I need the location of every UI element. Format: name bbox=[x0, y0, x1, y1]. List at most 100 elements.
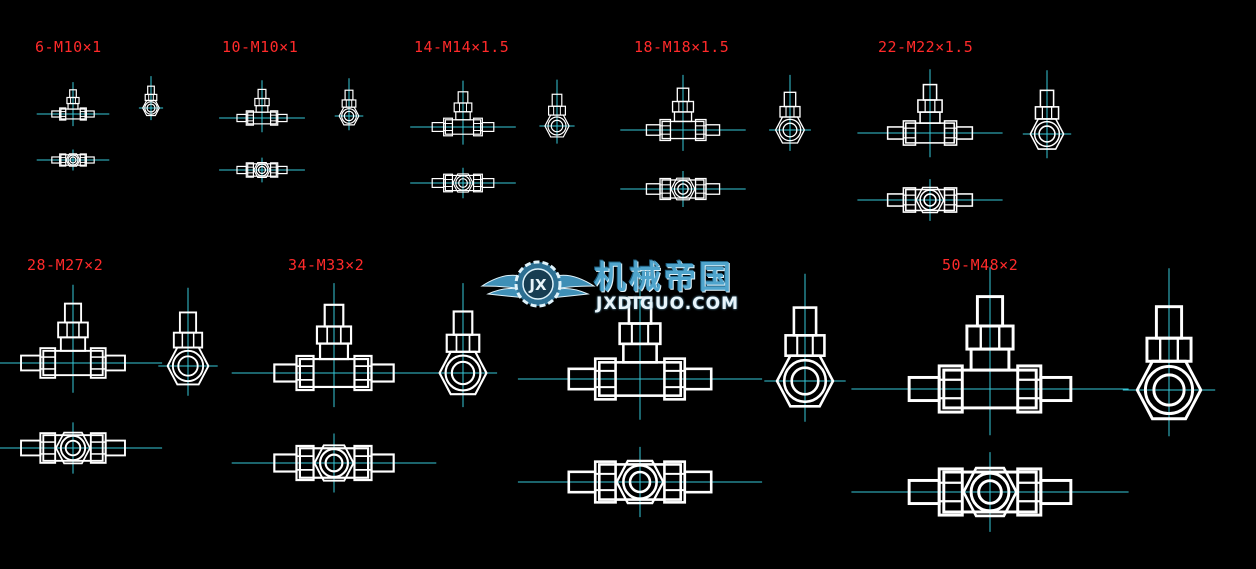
label-50-m48x2: 50-M48×2 bbox=[942, 256, 1019, 274]
tee-42-top-view bbox=[517, 446, 763, 518]
tee-14-top-view-bore-inner bbox=[458, 178, 468, 188]
tee-6-top-view bbox=[36, 149, 110, 171]
tee-10-side-view-port-inner bbox=[343, 110, 355, 122]
tee-42-side-view-pipe-top bbox=[792, 306, 818, 337]
label-22-m22x1-5: 22-M22×1.5 bbox=[878, 38, 974, 56]
tee-14-front-view-pipe-top bbox=[457, 91, 469, 104]
tee-18-top-view-bore-inner bbox=[677, 183, 689, 195]
label-18-m18x1-5: 18-M18×1.5 bbox=[634, 38, 730, 56]
tee-10-front-view-pipe-right bbox=[277, 113, 288, 123]
tee-28-side-view-port-inner bbox=[177, 355, 199, 377]
tee-28-front-view-pipe-left bbox=[20, 354, 42, 372]
tee-10-top-view-pipe-right bbox=[277, 165, 288, 175]
tee-22-top-view-hex-top bbox=[915, 186, 945, 214]
tee-14-side-view-port-outer bbox=[547, 116, 567, 136]
tee-50-top-view-pipe-left bbox=[907, 478, 941, 506]
tee-34-top-view-pipe-left bbox=[273, 453, 298, 473]
tee-18-front-view-pipe-top bbox=[676, 87, 690, 103]
tee-6-side-view-port-inner bbox=[146, 103, 156, 113]
tee-50-side-view-port-inner bbox=[1152, 373, 1186, 407]
tee-34-side-view-port-inner bbox=[450, 360, 476, 386]
tee-34-top-view-hex-top bbox=[313, 444, 355, 482]
tee-42-top-view-pipe-right bbox=[683, 470, 713, 494]
gear-wing-logo-icon: JX bbox=[480, 260, 596, 308]
tee-18-side-view-port-outer bbox=[778, 118, 802, 142]
tee-14-side-view-pipe-top bbox=[551, 93, 563, 107]
tee-28-side-view-port-outer bbox=[171, 349, 205, 383]
tee-22-side-view bbox=[1022, 70, 1072, 159]
tee-28-top-view-hex-top bbox=[55, 431, 91, 465]
tee-42-side-view-port-inner bbox=[790, 366, 820, 396]
tee-22-front-view-pipe-top bbox=[922, 83, 938, 101]
tee-50-front-view-pipe-left bbox=[907, 375, 941, 403]
tee-6-side-view bbox=[138, 76, 164, 121]
tee-34-top-view bbox=[231, 433, 437, 493]
tee-50-front-view bbox=[851, 267, 1129, 436]
tee-14-side-view bbox=[539, 79, 575, 144]
tee-6-top-view-pipe-left bbox=[51, 156, 61, 164]
tee-6-side-view-port-outer bbox=[144, 101, 158, 115]
tee-50-front-view-pipe-right bbox=[1039, 375, 1073, 403]
tee-50-top-view-bore-inner bbox=[977, 479, 1003, 505]
label-10-m10x1: 10-M10×1 bbox=[222, 38, 299, 56]
tee-10-top-view-pipe-left bbox=[236, 165, 247, 175]
tee-18-top-view-bore-outer bbox=[673, 179, 693, 199]
tee-22-front-view-pipe-left bbox=[886, 126, 905, 140]
tee-22-top-view-bore-outer bbox=[919, 189, 941, 211]
tee-6-front-view-pipe-left bbox=[51, 110, 61, 118]
tee-34-front-view-pipe-left bbox=[273, 363, 298, 383]
tee-18-top-view-hex-top bbox=[670, 177, 696, 201]
tee-22-side-view-pipe-top bbox=[1039, 89, 1055, 108]
tee-22-front-view-pipe-right bbox=[955, 126, 974, 140]
tee-50-front-view-pipe-top bbox=[975, 295, 1005, 328]
tee-14-side-view-port-inner bbox=[550, 119, 564, 133]
label-14-m14x1-5: 14-M14×1.5 bbox=[414, 38, 510, 56]
tee-28-top-view-bore-outer bbox=[59, 434, 87, 462]
tee-14-front-view-pipe-left bbox=[431, 121, 445, 132]
tee-28-front-view bbox=[0, 284, 163, 393]
tee-42-front-view-pipe-left bbox=[567, 367, 597, 391]
tee-18-front-view-pipe-left bbox=[645, 124, 661, 136]
tee-10-side-view-port-outer bbox=[341, 108, 357, 124]
tee-42-top-view-bore-outer bbox=[622, 464, 658, 500]
tee-22-side-view-port-outer bbox=[1033, 120, 1061, 148]
tee-50-top-view bbox=[851, 452, 1129, 532]
tee-22-side-view-port-inner bbox=[1038, 125, 1056, 143]
tee-50-side-view bbox=[1122, 268, 1216, 437]
tee-34-side-view-pipe-top bbox=[452, 310, 474, 336]
tee-18-front-view-pipe-right bbox=[705, 124, 721, 136]
watermark-chinese-text: 机械帝国 bbox=[594, 258, 735, 296]
tee-22-top-view bbox=[857, 179, 1003, 221]
label-34-m33x2: 34-M33×2 bbox=[288, 256, 365, 274]
tee-34-side-view bbox=[428, 283, 498, 408]
tee-10-side-view bbox=[334, 78, 364, 131]
tee-28-side-view-pipe-top bbox=[178, 311, 198, 334]
tee-6-front-view bbox=[36, 82, 110, 127]
tee-6-side-view-pipe-top bbox=[147, 85, 155, 96]
tee-28-top-view-pipe-left bbox=[20, 439, 42, 457]
tee-28-front-view-pipe-top bbox=[63, 302, 83, 324]
tee-50-side-view-port-outer bbox=[1143, 364, 1195, 416]
tee-34-top-view-bore-outer bbox=[318, 447, 350, 479]
tee-28-side-view bbox=[158, 287, 218, 396]
tee-10-side-view-pipe-top bbox=[344, 89, 354, 101]
tee-50-top-view-pipe-right bbox=[1039, 478, 1073, 506]
tee-22-front-view bbox=[857, 69, 1003, 158]
tee-6-front-view-pipe-top bbox=[69, 89, 77, 99]
tee-14-top-view-pipe-left bbox=[431, 178, 445, 189]
tee-10-top-view bbox=[219, 157, 305, 183]
tee-28-top-view bbox=[0, 422, 163, 474]
tee-42-front-view bbox=[517, 271, 763, 420]
tee-14-front-view-pipe-right bbox=[481, 121, 495, 132]
tee-42-front-view-pipe-top bbox=[627, 296, 653, 325]
tee-34-top-view-pipe-right bbox=[370, 453, 395, 473]
tee-50-top-view-hex-top bbox=[962, 466, 1018, 518]
tee-6-top-view-bore-inner bbox=[69, 156, 77, 164]
tee-22-top-view-bore-inner bbox=[923, 193, 937, 207]
tee-18-side-view-pipe-top bbox=[783, 91, 797, 108]
tee-6-front-view-pipe-right bbox=[85, 110, 95, 118]
tee-28-front-view-pipe-right bbox=[104, 354, 126, 372]
tee-50-side-view-pipe-top bbox=[1154, 305, 1184, 340]
tee-18-top-view-pipe-left bbox=[645, 183, 661, 195]
